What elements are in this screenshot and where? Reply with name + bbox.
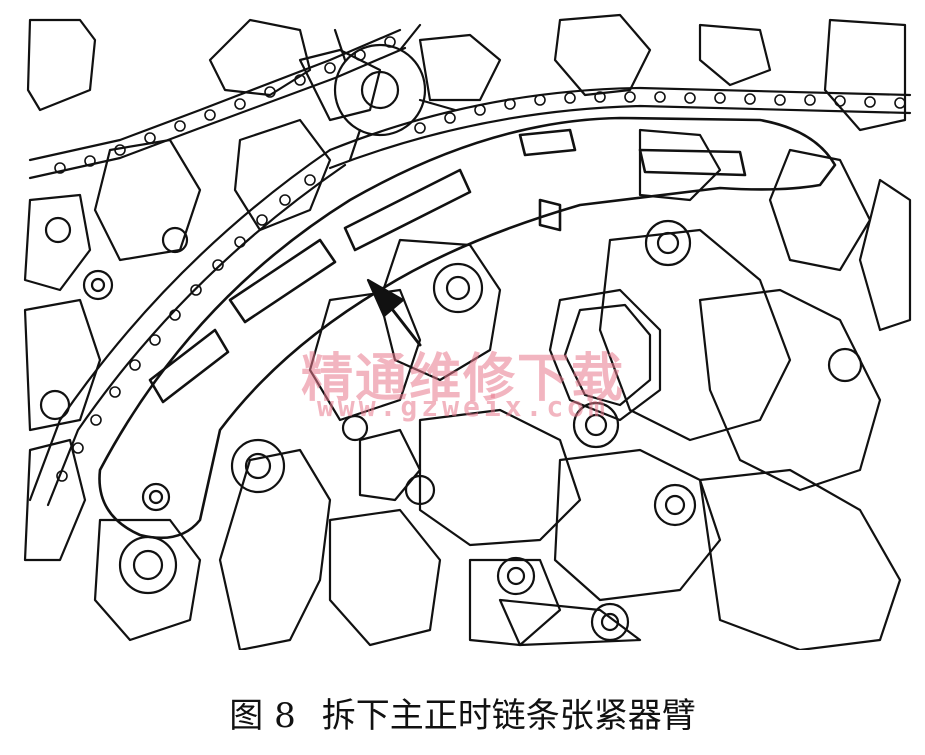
engine-timing-diagram — [23, 13, 912, 650]
arrow-icon — [366, 278, 422, 347]
chain-links — [54, 36, 906, 482]
bolt-holes — [39, 216, 863, 642]
figure-number: 图 8 — [229, 696, 296, 736]
figure-caption: 图 8 拆下主正时链条张紧器臂 — [0, 688, 925, 737]
figure-caption-text: 拆下主正时链条张紧器臂 — [321, 696, 696, 736]
chain-tensioner-arm — [98, 116, 837, 540]
sprocket — [333, 23, 457, 162]
engine-block-outline — [23, 13, 912, 650]
